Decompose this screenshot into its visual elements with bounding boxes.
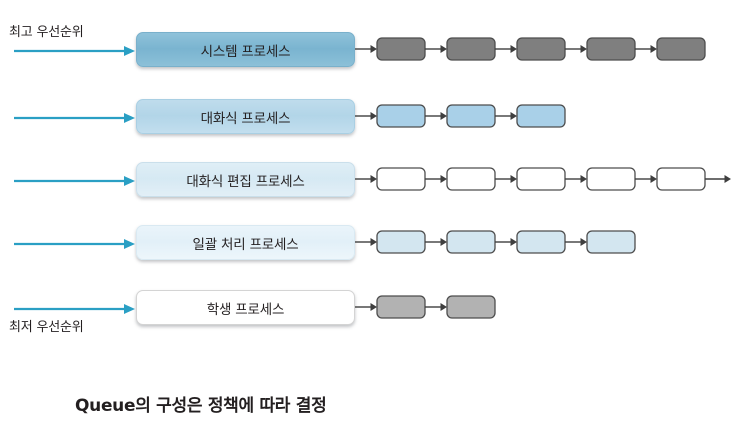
lowest-priority-label: 최저 우선순위: [9, 320, 84, 335]
process-class-label: 일괄 처리 프로세스: [192, 236, 299, 253]
highest-priority-label: 최고 우선순위: [9, 25, 84, 40]
queue-row-interactive-edit-process: 대화식 편집 프로세스: [0, 160, 731, 200]
process-class-label: 대화식 프로세스: [200, 110, 291, 127]
queue-chain-system-process: [355, 30, 711, 70]
queue-chain-batch-process: [355, 223, 641, 263]
process-class-box-interactive-edit-process[interactable]: 대화식 편집 프로세스: [136, 162, 355, 197]
process-class-box-batch-process[interactable]: 일괄 처리 프로세스: [136, 225, 355, 260]
queue-row-interactive-process: 대화식 프로세스: [0, 97, 731, 137]
queue-row-batch-process: 일괄 처리 프로세스: [0, 223, 731, 263]
process-class-label: 학생 프로세스: [206, 301, 285, 318]
queue-row-system-process: 시스템 프로세스: [0, 30, 731, 70]
queue-chain-student-process: [355, 288, 501, 328]
incoming-arrow-icon: [14, 236, 136, 250]
diagram-caption: Queue의 구성은 정책에 따라 결정: [75, 396, 327, 416]
process-class-box-student-process[interactable]: 학생 프로세스: [136, 290, 355, 325]
incoming-arrow-icon: [14, 43, 136, 57]
incoming-arrow-icon: [14, 301, 136, 315]
incoming-arrow-icon: [14, 173, 136, 187]
queue-chain-interactive-process: [355, 97, 571, 137]
process-class-label: 대화식 편집 프로세스: [186, 173, 305, 190]
process-class-box-system-process[interactable]: 시스템 프로세스: [136, 32, 355, 67]
process-class-label: 시스템 프로세스: [200, 43, 291, 60]
incoming-arrow-icon: [14, 110, 136, 124]
process-class-box-interactive-process[interactable]: 대화식 프로세스: [136, 99, 355, 134]
queue-chain-interactive-edit-process: [355, 160, 731, 200]
queue-row-student-process: 학생 프로세스: [0, 288, 731, 328]
